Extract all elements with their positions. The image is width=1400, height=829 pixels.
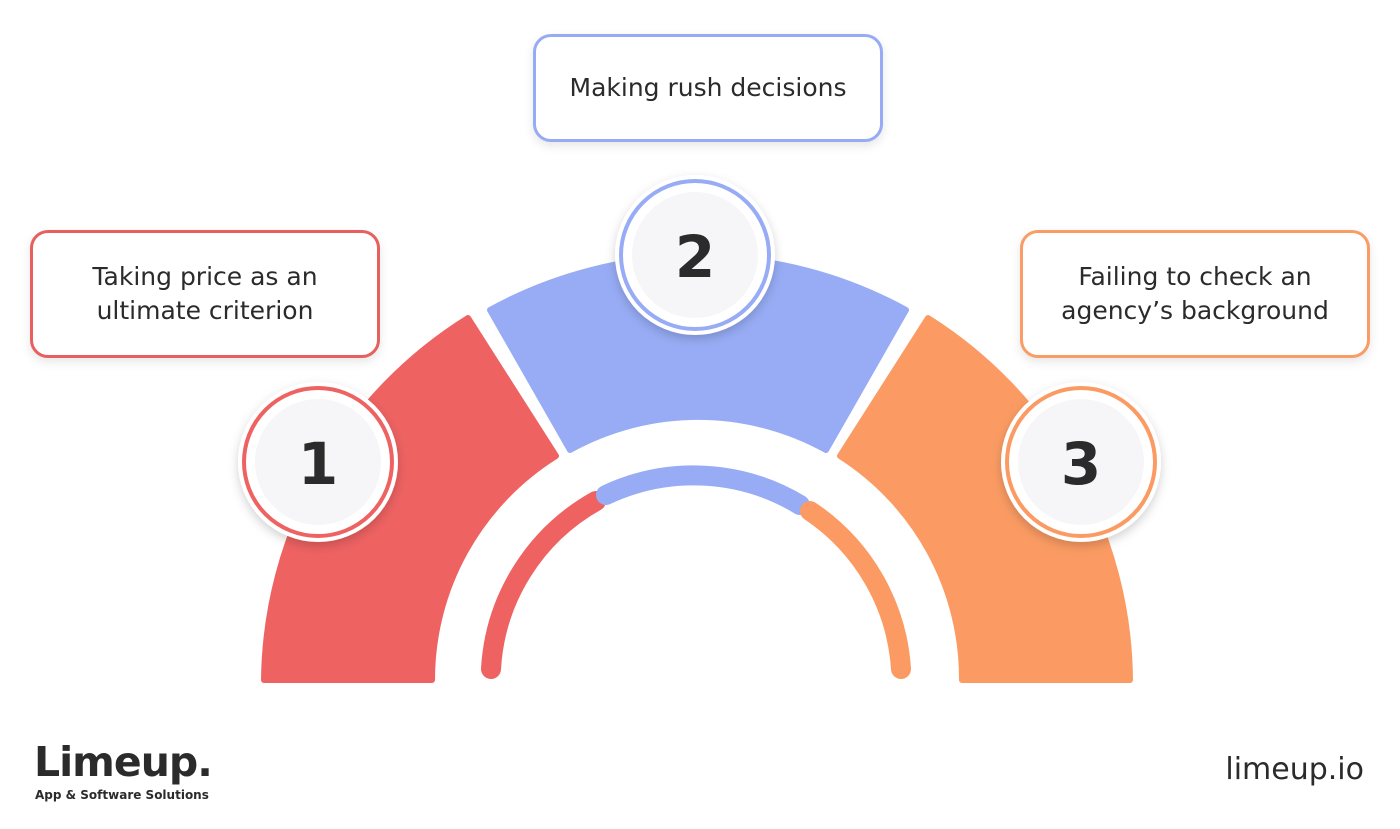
inner-arc-2: [596, 465, 810, 515]
badge-1-number: 1: [298, 430, 338, 498]
step-2-label: Making rush decisions: [569, 73, 847, 102]
step-1-label: Taking price as an ultimate criterion: [92, 262, 318, 325]
badge-1: [238, 382, 398, 542]
brand-logo: Limeup.: [34, 738, 213, 786]
badge-3: [1001, 382, 1161, 542]
segment-3: [837, 315, 1133, 683]
step-3-label: Failing to check an agency’s background: [1061, 262, 1329, 325]
badge-2-number: 2: [675, 223, 715, 291]
step-3-label-box: Failing to check an agency’s background: [1020, 230, 1370, 358]
segment-2: [487, 253, 909, 453]
badge-2: [615, 175, 775, 335]
step-2-label-box: Making rush decisions: [533, 34, 883, 142]
brand-tagline: App & Software Solutions: [35, 788, 209, 802]
badge-3-number: 3: [1061, 430, 1101, 498]
segment-1: [261, 315, 559, 683]
inner-arc-3: [800, 501, 911, 679]
site-url: limeup.io: [1225, 752, 1364, 787]
inner-arc-1: [481, 491, 606, 679]
step-1-label-box: Taking price as an ultimate criterion: [30, 230, 380, 358]
